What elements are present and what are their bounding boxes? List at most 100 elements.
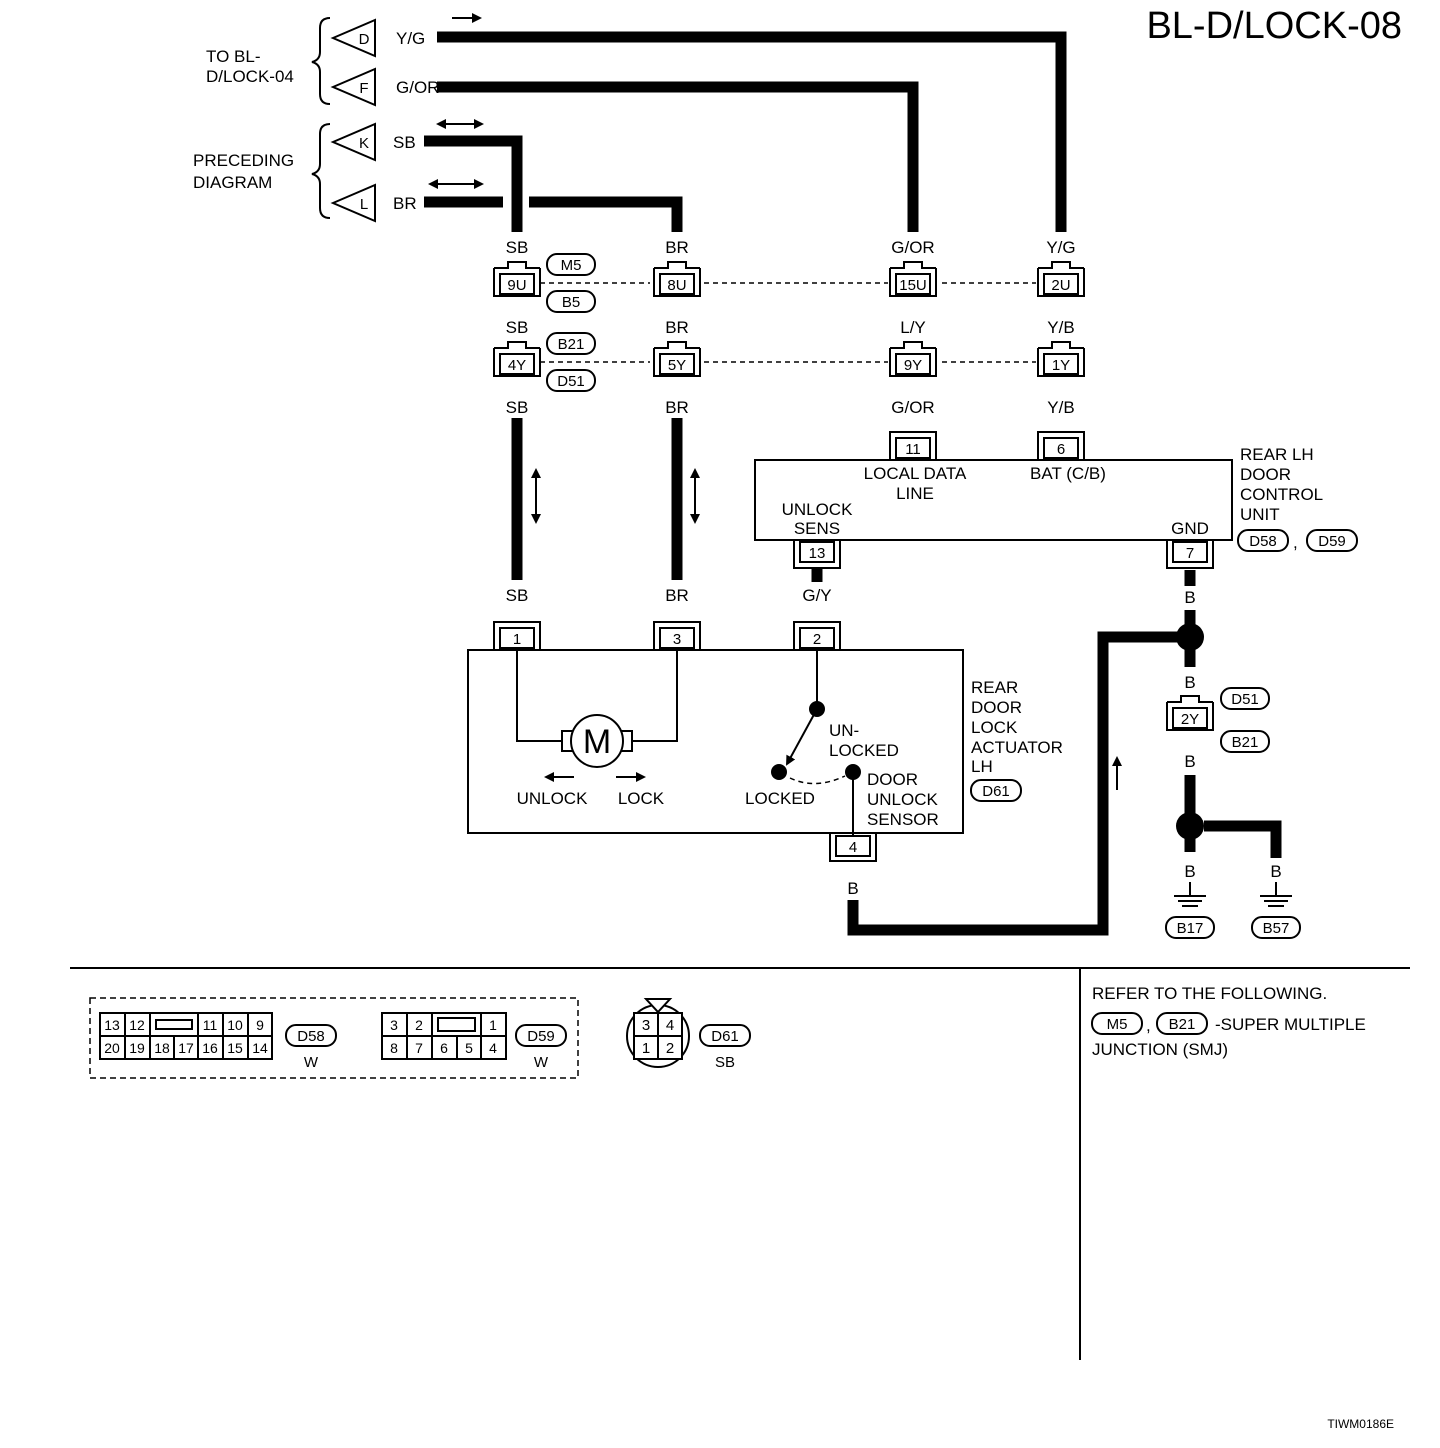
connector-views-frame: [89, 997, 579, 1079]
act-pin-1: 1: [493, 621, 541, 650]
unlocked-label-line2: LOCKED: [829, 741, 899, 760]
reference-text-line1: -SUPER MULTIPLE: [1215, 1015, 1366, 1034]
wires-actuator: [511, 418, 823, 582]
junction-pin-2u: 2U: [1037, 261, 1085, 297]
d58-pin-16: 16: [202, 1040, 218, 1056]
cu-label-gnd: GND: [1171, 519, 1209, 538]
connector-badge-b5: B5: [546, 290, 596, 313]
svg-text:,: ,: [1293, 533, 1298, 552]
cu-label-unlock: UNLOCK: [782, 500, 854, 519]
cu-name-line1: REAR LH: [1240, 445, 1314, 464]
connector-face-d59: 3 2 1 8 7 6 5 4 D59 W: [381, 1012, 567, 1071]
figure-code: TIWM0186E: [1327, 1417, 1394, 1431]
connector-id-b21: B21: [558, 336, 585, 353]
d61-pin-3: 3: [642, 1017, 650, 1034]
d58-pin-20: 20: [104, 1040, 120, 1056]
motor-icon: [570, 714, 624, 768]
wire-label-br-1: BR: [665, 238, 689, 257]
pin-num-1: 1: [513, 631, 521, 648]
connector-badge-d58: D58: [1237, 529, 1289, 552]
ground-id-b17: B17: [1177, 920, 1204, 937]
wire-label-sb-top: SB: [393, 133, 416, 152]
junction-row-2: 4Y 5Y 9Y 1Y B21 D51: [493, 332, 1085, 392]
d61-pin-4: 4: [666, 1017, 674, 1034]
wire-label-br-top: BR: [393, 194, 417, 213]
reference-id-m5: M5: [1107, 1016, 1128, 1033]
offpage-connector-f: F G/OR: [330, 67, 439, 107]
wire-label-b-4: B: [1184, 862, 1195, 881]
connector-badge-d59: D59: [1306, 529, 1358, 552]
actuator-name-line3: LOCK: [971, 718, 1018, 737]
wires-upper: [424, 31, 1067, 232]
locked-label: LOCKED: [745, 789, 815, 808]
d58-pin-17: 17: [178, 1040, 194, 1056]
connector-face-id-d58: D58: [297, 1028, 325, 1045]
d59-pin-8: 8: [390, 1040, 398, 1056]
offpage-letter-f: F: [359, 80, 368, 97]
ground-wiring: B B B 2Y D51 B21 B B B: [847, 570, 1301, 939]
connector-badge-d51: D51: [546, 369, 596, 392]
d58-pin-13: 13: [104, 1017, 120, 1033]
actuator-name-line1: REAR: [971, 678, 1018, 697]
bidirectional-arrows: [531, 468, 700, 524]
pin-num-3: 3: [673, 631, 681, 648]
offpage-connector-k: K SB: [330, 122, 416, 162]
offpage-connector-d: D Y/G: [330, 18, 425, 58]
pin-label-1y: 1Y: [1052, 357, 1070, 374]
pin-num-13: 13: [809, 545, 826, 562]
d58-pin-9: 9: [256, 1017, 264, 1033]
d59-pin-7: 7: [415, 1040, 423, 1056]
wire-label-yg-top: Y/G: [396, 29, 425, 48]
left-group-label-line1: TO BL-: [206, 47, 260, 66]
wire-label-ly: L/Y: [900, 318, 926, 337]
cu-pin-11: 11: [889, 431, 937, 460]
actuator-name-line5: LH: [971, 757, 993, 776]
junction-pin-5y: 5Y: [653, 341, 701, 377]
left-group2-label-line2: DIAGRAM: [193, 173, 272, 192]
pin-label-5y: 5Y: [668, 357, 686, 374]
wire-label-sb-3: SB: [506, 398, 529, 417]
wire-label-br-4: BR: [665, 586, 689, 605]
wire-label-sb-4: SB: [506, 586, 529, 605]
cu-label-local-data: LOCAL DATA: [864, 464, 967, 483]
d61-pin-2: 2: [666, 1040, 674, 1057]
splice-dot-upper: [1176, 623, 1204, 651]
actuator-name-line4: ACTUATOR: [971, 738, 1063, 757]
connector-face-id-d61: D61: [711, 1028, 739, 1045]
left-group-preceding: PRECEDING DIAGRAM: [193, 123, 331, 219]
ground-junction-2y: 2Y: [1166, 695, 1214, 731]
d58-pin-19: 19: [129, 1040, 145, 1056]
connector-face-d58: 13 12 11 10 9 20 19 18 17 16 15 14 D58 W: [99, 1012, 337, 1071]
wire-label-b-1: B: [1184, 588, 1195, 607]
door-lock-actuator: 1 3 2 M UNLOCK LOCK UN- LOCKED: [467, 621, 1063, 862]
wire-label-br-2: BR: [665, 318, 689, 337]
d61-pin-1: 1: [642, 1040, 650, 1057]
connector-color-d58: W: [304, 1054, 319, 1071]
cu-label-line: LINE: [896, 484, 934, 503]
cu-name-line2: DOOR: [1240, 465, 1291, 484]
cu-pin-13: 13: [793, 540, 841, 569]
offpage-letter-l: L: [360, 196, 368, 213]
cu-label-bat: BAT (C/B): [1030, 464, 1106, 483]
page-title: BL-D/LOCK-08: [1146, 5, 1402, 47]
signal-arrows-top: [428, 13, 484, 189]
junction-pin-15u: 15U: [889, 261, 937, 297]
connector-id-b5: B5: [562, 294, 580, 311]
wire-label-sb-2: SB: [506, 318, 529, 337]
cu-name-line4: UNIT: [1240, 505, 1280, 524]
act-pin-2: 2: [793, 621, 841, 650]
connector-id-d61: D61: [982, 783, 1010, 800]
connector-id-d51-ground: D51: [1231, 691, 1259, 708]
connector-color-d61: SB: [715, 1054, 735, 1071]
wire-label-gor-2: G/OR: [891, 398, 934, 417]
connector-id-m5: M5: [561, 257, 582, 274]
connector-badge-b21-ground: B21: [1220, 730, 1270, 753]
connector-badge-d51-ground: D51: [1220, 687, 1270, 710]
wire-label-b-3: B: [1184, 752, 1195, 771]
reference-heading: REFER TO THE FOLLOWING.: [1092, 984, 1327, 1003]
connector-face-id-d59: D59: [527, 1028, 555, 1045]
offpage-connector-l: L BR: [330, 183, 417, 223]
pin-label-9u: 9U: [507, 277, 526, 294]
wire-label-yg-1: Y/G: [1046, 238, 1075, 257]
